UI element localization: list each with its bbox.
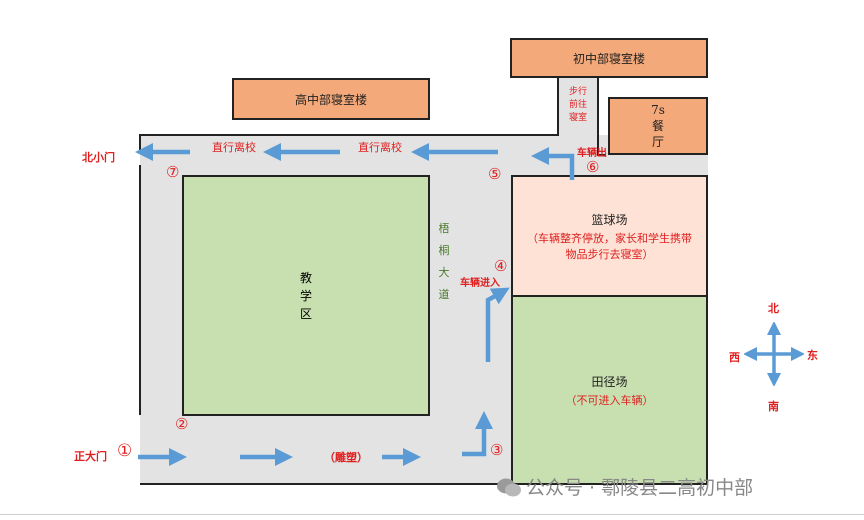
compass-north-label: 北	[768, 302, 779, 315]
straight-leave-label-1: 直行离校	[212, 141, 256, 154]
teaching-label-3: 区	[299, 306, 312, 321]
road-walkway	[558, 78, 598, 138]
marker-6: ⑥	[586, 158, 600, 176]
avenue-char-2: 桐	[438, 244, 450, 257]
walk-line-1: 步行	[568, 87, 587, 97]
compass-east-label: 东	[807, 349, 818, 362]
walk-line-2: 前往	[568, 100, 587, 110]
senior-dorm-building: 高中部寝室楼	[232, 78, 430, 120]
marker-1: ①	[117, 441, 133, 461]
teaching-label-2: 学	[299, 288, 312, 303]
canteen-label-1: 7s	[651, 103, 665, 117]
walk-east-wall	[597, 78, 606, 156]
vehicle-enter-label: 车辆进入	[460, 278, 500, 289]
bottom-divider	[0, 514, 864, 515]
basketball-note-2: 物品步行去寝室）	[565, 247, 654, 261]
wechat-icon	[496, 476, 522, 498]
track-field: 田径场 （不可进入车辆）	[511, 295, 708, 485]
basketball-court: 篮球场 （车辆整齐停放，家长和学生携带 物品步行去寝室）	[511, 175, 708, 296]
basketball-note-1: （车辆整齐停放，家长和学生携带	[527, 231, 692, 245]
walk-label: 步行 前往 寝室	[562, 86, 594, 125]
avenue-char-3: 大	[438, 266, 450, 279]
canteen-label-2: 餐	[651, 119, 664, 133]
track-note: （不可进入车辆）	[565, 393, 654, 407]
watermark-text: 公众号 · 鄠陵县二高初中部	[526, 477, 754, 499]
marker-2: ②	[175, 415, 189, 433]
straight-leave-label-2: 直行离校	[358, 141, 402, 154]
marker-4: ④	[494, 257, 508, 275]
walk-line-3: 寝室	[568, 113, 587, 123]
statue-label: （雕塑）	[324, 451, 368, 464]
vehicle-exit-label: 车辆出	[577, 148, 607, 159]
arrow-enter-court	[485, 287, 510, 362]
main-gate-label: 正大门	[74, 450, 107, 463]
track-title: 田径场	[591, 374, 628, 389]
junior-dorm-label: 初中部寝室楼	[572, 51, 645, 66]
compass-west-label: 西	[729, 351, 740, 364]
junior-dorm-building: 初中部寝室楼	[510, 38, 708, 78]
north-wall	[139, 78, 559, 150]
arrow-turn-north-1	[462, 411, 493, 457]
compass-south-label: 南	[768, 400, 779, 413]
north-gate-label: 北小门	[82, 151, 115, 164]
compass	[744, 322, 804, 386]
avenue-label: 梧 桐 大 道	[437, 218, 451, 306]
marker-5: ⑤	[488, 165, 502, 183]
teaching-zone: 教 学 区	[182, 175, 430, 416]
marker-7: ⑦	[166, 163, 180, 181]
canteen-building: 7s 餐 厅	[608, 97, 708, 155]
avenue-char-4: 道	[438, 288, 450, 301]
marker-3: ③	[490, 441, 504, 459]
arrow-exit-court	[531, 147, 575, 180]
canteen-label-3: 厅	[651, 135, 664, 149]
avenue-char-1: 梧	[438, 222, 450, 235]
basketball-title: 篮球场	[591, 212, 628, 227]
teaching-label-1: 教	[299, 270, 312, 285]
senior-dorm-label: 高中部寝室楼	[294, 92, 367, 107]
